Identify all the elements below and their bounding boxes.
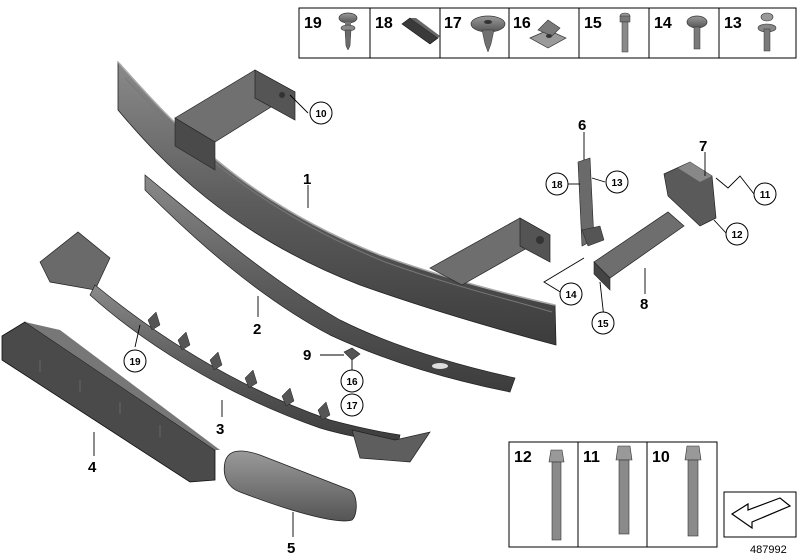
circled-callout-16: 16 [340,369,364,393]
circled-callout-12: 12 [725,222,749,246]
circled-label-19: 19 [129,357,141,368]
circled-callout-10: 10 [309,101,333,125]
small-bracket [343,347,361,361]
strip-label-17: 17 [444,15,462,32]
callout-8: 8 [640,296,648,313]
screw-icon [757,12,777,52]
circled-label-13: 13 [611,178,623,189]
bolt-label-10: 10 [652,449,670,466]
strip-label-18: 18 [375,15,393,32]
callout-6: 6 [578,117,586,134]
circled-callout-15: 15 [591,311,615,335]
circled-label-18: 18 [551,180,563,191]
circled-label-15: 15 [597,319,609,330]
leader-lines [93,94,755,537]
circled-label-10: 10 [315,109,327,120]
orientation-arrow-icon [723,491,797,538]
circled-callout-19: 19 [123,349,147,373]
circled-label-14: 14 [565,290,577,301]
circled-label-11: 11 [760,190,771,201]
mounting-bracket [663,161,717,227]
vertical-bracket [577,157,605,247]
strip-label-16: 16 [513,15,531,32]
circled-callout-17: 17 [340,393,364,417]
callout-4: 4 [88,459,97,476]
circled-callout-13: 13 [605,170,629,194]
expanding-rivet-icon [470,15,506,53]
rubber-pad-icon [401,17,440,45]
circled-callout-11: 11 [753,182,777,206]
reference-number: 487992 [750,544,787,556]
strip-label-14: 14 [654,15,672,32]
bumper-carrier-beam [117,60,557,346]
callout-9: 9 [303,347,311,364]
circled-callout-14: 14 [559,282,583,306]
long-bolt-icon [684,445,702,537]
long-bolt-icon [548,449,565,541]
upper-absorber-rail [144,174,516,393]
speed-nut-icon [529,19,567,49]
bolt-icon [619,12,631,53]
strip-label-15: 15 [584,15,602,32]
strip-label-19: 19 [304,15,322,32]
bumper-cover-flap [223,450,357,522]
fastener-strip: 19 18 17 16 15 14 13 [298,7,797,59]
circled-label-17: 17 [346,401,358,412]
bolt-label-12: 12 [514,449,532,466]
callout-3: 3 [216,421,224,438]
side-support-rail [593,211,685,291]
lower-bracket-strip [39,231,431,463]
foam-energy-absorber [1,321,220,483]
strip-label-13: 13 [724,15,742,32]
bolt-strip: 12 11 10 [508,441,718,548]
callout-5: 5 [287,540,295,557]
callout-2: 2 [253,321,261,338]
bolt-label-11: 11 [583,449,600,466]
circled-callout-18: 18 [545,172,569,196]
long-bolt-icon [615,445,633,535]
circled-label-12: 12 [731,230,743,241]
screw-icon [338,12,358,51]
callout-7: 7 [699,138,707,155]
screw-icon [686,15,708,50]
circled-label-16: 16 [346,377,358,388]
callout-1: 1 [303,171,311,188]
